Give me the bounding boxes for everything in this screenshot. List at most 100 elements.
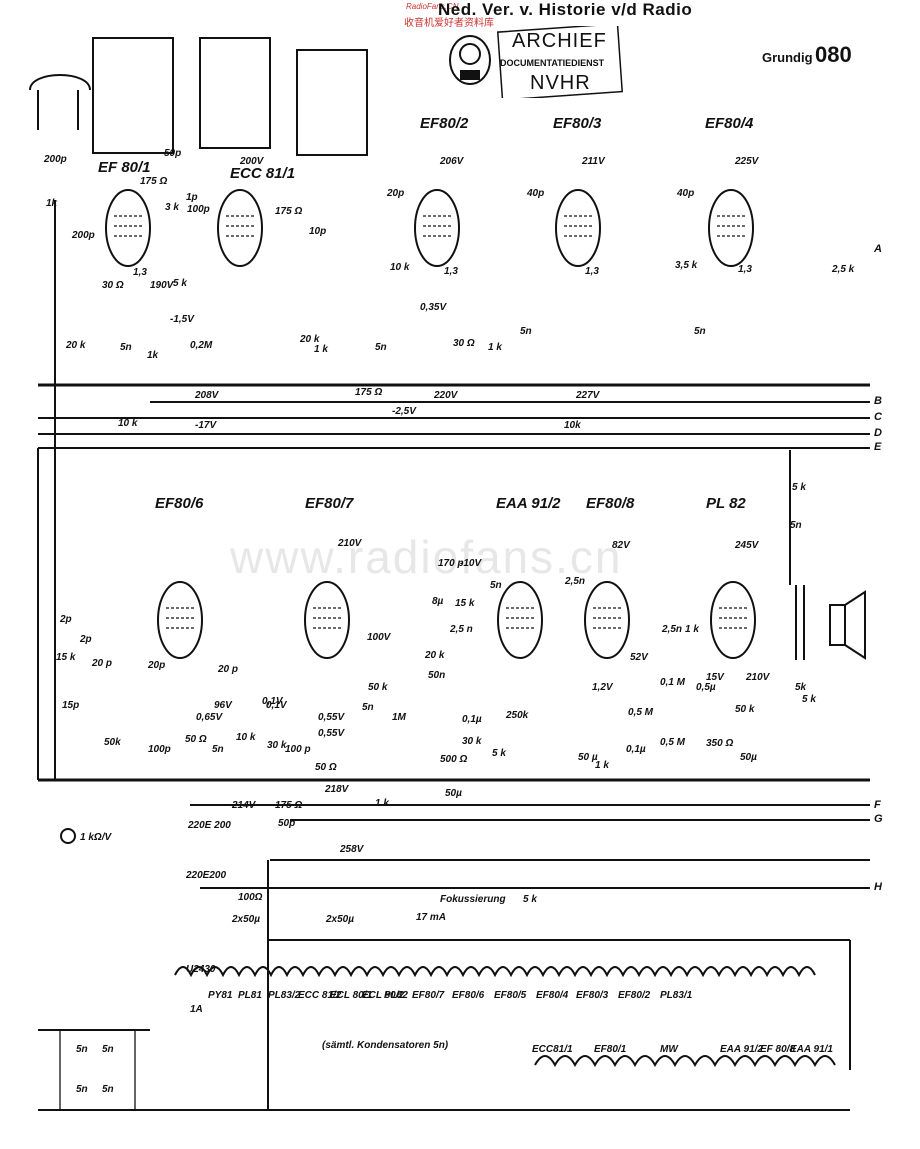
voltage-label: 1,2V — [592, 682, 614, 693]
component-label: 0,1µ — [462, 714, 482, 725]
heater-label: PY81 — [208, 990, 233, 1001]
component-label: 200p — [71, 230, 95, 241]
component-label: 20 p — [91, 658, 112, 669]
capacitor-label: 2x50µ — [231, 914, 260, 925]
component-label: 0,1 M — [660, 677, 686, 688]
component-label: 3 k — [165, 202, 179, 213]
tube-envelope — [710, 581, 756, 659]
voltage-label: -1,5V — [170, 314, 195, 325]
heater-label: EF80/4 — [536, 990, 569, 1001]
component-label: 0,55V — [318, 728, 345, 739]
voltage-label: 0,1V — [262, 696, 284, 707]
bus-label: D — [874, 427, 882, 439]
component-label: 2,5 n — [449, 624, 473, 635]
component-label: 15p — [62, 700, 79, 711]
tube-label: EAA 91/2 — [496, 495, 561, 512]
voltage-label: 208V — [194, 390, 220, 401]
stamp-nvhr: NVHR — [530, 72, 591, 94]
center-watermark: www.radiofans.cn — [230, 531, 623, 583]
capacitor-label: 2x50µ — [325, 914, 354, 925]
heater-label: EF80/7 — [412, 990, 445, 1001]
bus-label: A — [873, 243, 882, 255]
component-label: 1 k — [375, 798, 389, 809]
rectifier-label: 220E 200 — [187, 820, 231, 831]
tube-envelope — [555, 189, 601, 267]
component-label: 100p — [187, 204, 210, 215]
voltage-label: 82V — [612, 540, 631, 551]
archive-stamp-logo — [449, 26, 624, 98]
component-label: 50k — [104, 737, 121, 748]
component-label: 350 Ω — [706, 738, 733, 749]
heater-label: EAA 91/1 — [790, 1044, 833, 1055]
heater-label: EAA 91/2 — [720, 1044, 763, 1055]
component-label: 20 k — [65, 340, 86, 351]
brand-label: Grundig — [762, 50, 813, 65]
component-label: 175 Ω — [275, 800, 302, 811]
component-label: 40p — [676, 188, 694, 199]
component-label: 10 k — [390, 262, 410, 273]
tube-envelope — [304, 581, 350, 659]
voltage-label: 227V — [575, 390, 601, 401]
voltage-label: 96V — [214, 700, 233, 711]
voltage-label: 210V — [337, 538, 363, 549]
stamp-archief: ARCHIEF — [512, 30, 607, 52]
heater-label: EF80/2 — [618, 990, 651, 1001]
component-label: 30 k — [267, 740, 287, 751]
focus-pot-label: 5 k — [523, 894, 537, 905]
component-label: 1,3 — [738, 264, 752, 275]
component-label: 2,5n — [564, 576, 585, 587]
voltage-label: 258V — [339, 844, 365, 855]
component-label: 1 k — [314, 344, 328, 355]
meter-label: 1 kΩ/V — [80, 832, 112, 843]
heater-label: EF80/5 — [494, 990, 527, 1001]
voltage-label: 206V — [439, 156, 465, 167]
component-label: 5 k — [173, 278, 187, 289]
voltage-label: 200V — [239, 156, 265, 167]
component-label: 0,1µ — [626, 744, 646, 755]
component-label: 5n — [375, 342, 387, 353]
component-label: 50p — [164, 148, 181, 159]
component-label: 5n — [212, 744, 224, 755]
component-label: 100 p — [285, 744, 311, 755]
component-label: 20 p — [217, 664, 238, 675]
voltage-label: 218V — [324, 784, 350, 795]
capacitor-note: (sämtl. Kondensatoren 5n) — [322, 1040, 449, 1051]
component-label: 20 k — [299, 334, 320, 345]
heater-label: EF80/1 — [594, 1044, 627, 1055]
mains-cap-label: 5n — [102, 1044, 114, 1055]
component-label: 0,5 M — [660, 737, 686, 748]
heater-label: PL83/1 — [660, 990, 693, 1001]
voltage-label: -10V — [460, 558, 482, 569]
component-label: 30 k — [462, 736, 482, 747]
component-label: 50n — [428, 670, 445, 681]
fuse-type-label: U2430 — [186, 964, 216, 975]
voltage-label: 190V — [150, 280, 175, 291]
component-label: 1p — [186, 192, 198, 203]
tube-label: EF 80/1 — [98, 159, 151, 176]
heater-label: ECC81/1 — [532, 1044, 573, 1055]
tube-envelope — [105, 189, 151, 267]
component-label: 2p — [59, 614, 72, 625]
watermark-en: RadioFans.CN — [406, 2, 459, 11]
component-label: 5 k — [492, 748, 506, 759]
heater-label: ECL 80/1 — [330, 990, 372, 1001]
tube-envelope — [414, 189, 460, 267]
component-label: 10p — [309, 226, 326, 237]
tube-label: EF80/8 — [586, 495, 635, 512]
tube-envelope — [157, 581, 203, 659]
component-label: 175 Ω — [140, 176, 167, 187]
voltage-label: 0,35V — [420, 302, 447, 313]
tube-label: ECC 81/1 — [230, 165, 295, 182]
component-label: 200p — [43, 154, 67, 165]
component-label: 5n — [790, 520, 802, 531]
component-label: 175 Ω — [275, 206, 302, 217]
tube-envelope — [708, 189, 754, 267]
component-label: 1 k — [685, 624, 699, 635]
tube-label: EF80/2 — [420, 115, 469, 132]
component-label: 30 Ω — [102, 280, 124, 291]
voltage-label: 220V — [433, 390, 459, 401]
